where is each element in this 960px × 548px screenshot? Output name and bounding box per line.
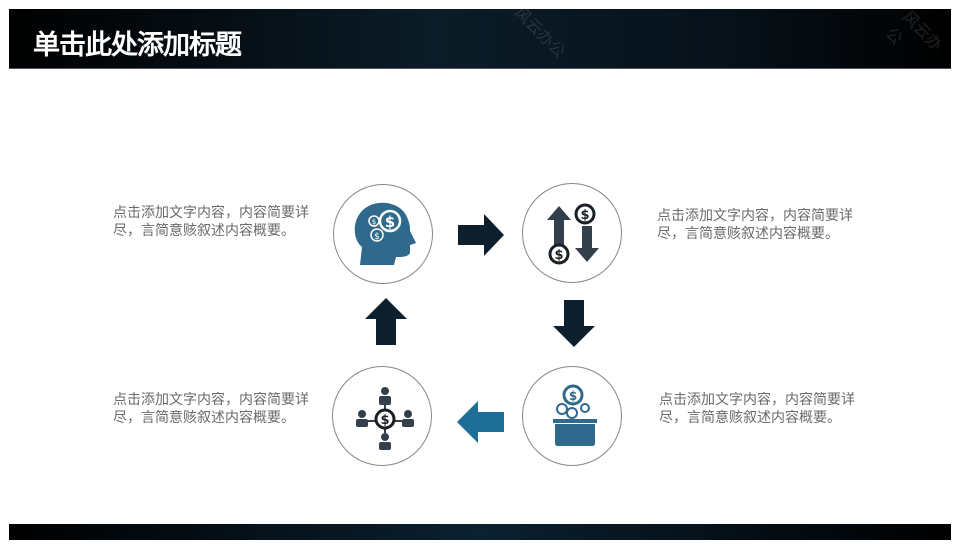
- head-money-icon: $ $ $: [354, 202, 416, 265]
- arrow-right-icon: [458, 214, 504, 256]
- step-circle-1: $ $ $: [333, 184, 433, 284]
- step-circle-2: $ $: [522, 183, 622, 283]
- svg-text:$: $: [372, 218, 376, 226]
- svg-text:$: $: [569, 389, 577, 403]
- money-exchange-icon: $ $: [547, 203, 599, 265]
- arrow-left-icon: [457, 401, 504, 443]
- money-network-icon: $: [356, 387, 414, 450]
- step-text-2[interactable]: 点击添加文字内容，内容简要详尽，言简意赅叙述内容概要。: [657, 208, 853, 242]
- step-circle-3: $: [522, 366, 622, 466]
- title-bar: 单击此处添加标题 风云办公 风云办公: [9, 3, 951, 69]
- svg-text:$: $: [385, 213, 395, 231]
- watermark: 风云办公: [881, 6, 947, 55]
- step-text-1[interactable]: 点击添加文字内容，内容简要详尽，言简意赅叙述内容概要。: [113, 205, 309, 239]
- step-text-4[interactable]: 点击添加文字内容，内容简要详尽，言简意赅叙述内容概要。: [113, 392, 309, 426]
- arrow-up-icon: [365, 298, 407, 345]
- footer-bar: [9, 524, 951, 540]
- svg-text:$: $: [380, 413, 389, 428]
- money-pot-icon: $: [553, 384, 597, 446]
- page-title[interactable]: 单击此处添加标题: [33, 30, 242, 61]
- watermark: 风云办公: [510, 2, 570, 62]
- svg-text:$: $: [374, 232, 380, 242]
- step-text-3[interactable]: 点击添加文字内容，内容简要详尽，言简意赅叙述内容概要。: [659, 392, 855, 426]
- arrow-down-icon: [553, 300, 595, 347]
- svg-text:$: $: [580, 208, 589, 223]
- step-circle-4: $: [332, 366, 432, 466]
- svg-text:$: $: [554, 248, 563, 263]
